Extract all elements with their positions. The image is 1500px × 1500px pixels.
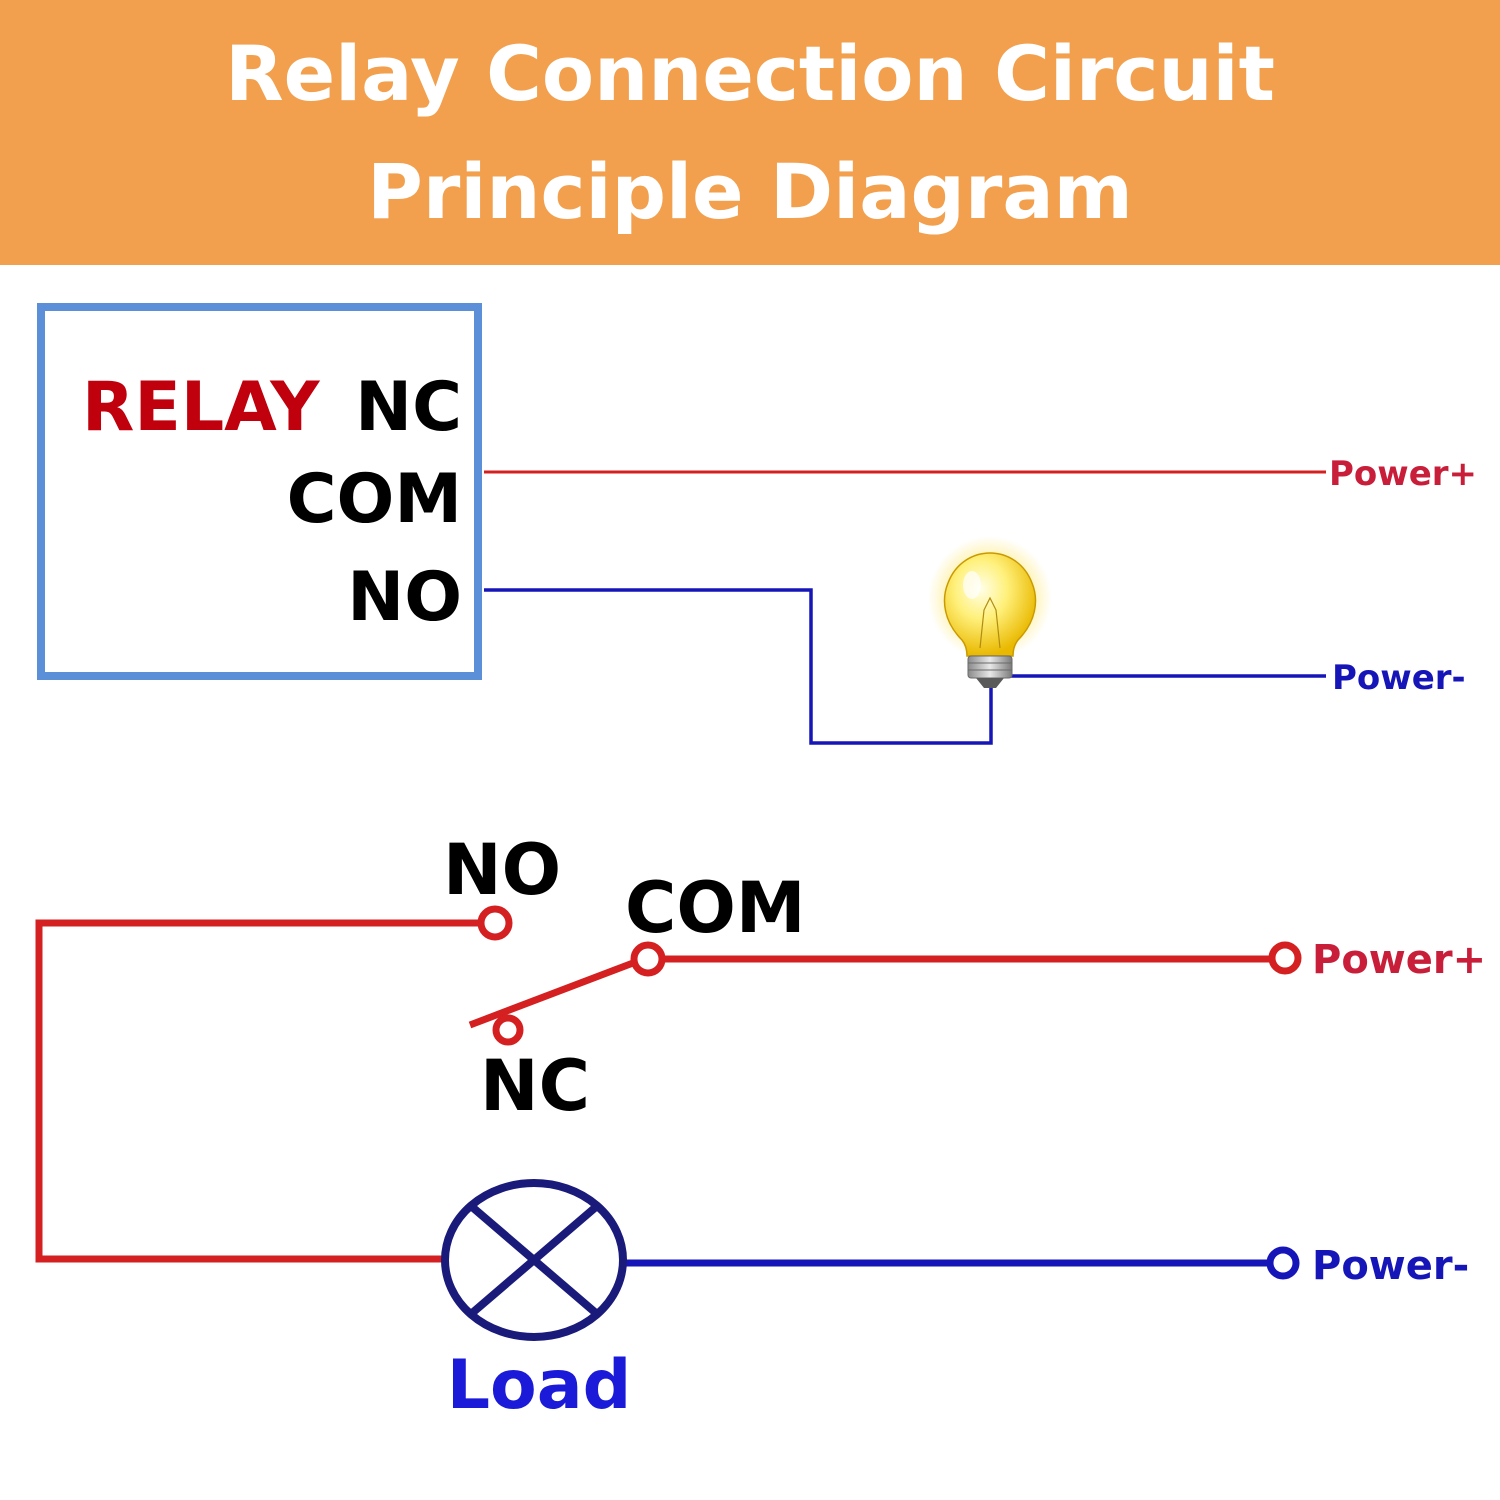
no-load-wire [35, 919, 482, 1263]
lamp-cross-symbol-icon [441, 1179, 627, 1341]
relay-module: RELAY NC COM NO [37, 303, 482, 680]
page-title: Relay Connection Circuit Principle Diagr… [225, 28, 1275, 236]
no-lamp-wire [484, 588, 993, 745]
relay-module-box [37, 303, 482, 680]
power-minus-terminal [1266, 1246, 1300, 1280]
title-banner: Relay Connection Circuit Principle Diagr… [0, 0, 1500, 265]
bottom-power-minus-label: Power- [1312, 1243, 1469, 1289]
relay-pin-com-label: COM [287, 460, 462, 539]
switch-no-label: NO [443, 829, 561, 911]
nc-terminal [492, 1014, 524, 1046]
load-label: Load [447, 1346, 632, 1425]
top-power-plus-label: Power+ [1329, 454, 1477, 494]
com-terminal [630, 941, 666, 977]
switch-arm [468, 959, 635, 1029]
top-power-minus-label: Power- [1332, 658, 1466, 698]
power-plus-terminal [1268, 941, 1302, 975]
relay-pin-nc-label: NC [355, 368, 462, 447]
light-bulb-icon [928, 536, 1052, 688]
bottom-power-plus-label: Power+ [1312, 937, 1486, 983]
relay-label: RELAY [82, 368, 320, 447]
relay-pin-no-label: NO [347, 558, 462, 637]
switch-schematic: NO COM NC Power+ Power- Load [35, 829, 1486, 1425]
no-terminal [477, 905, 513, 941]
switch-nc-label: NC [480, 1045, 590, 1127]
switch-com-label: COM [625, 867, 806, 949]
